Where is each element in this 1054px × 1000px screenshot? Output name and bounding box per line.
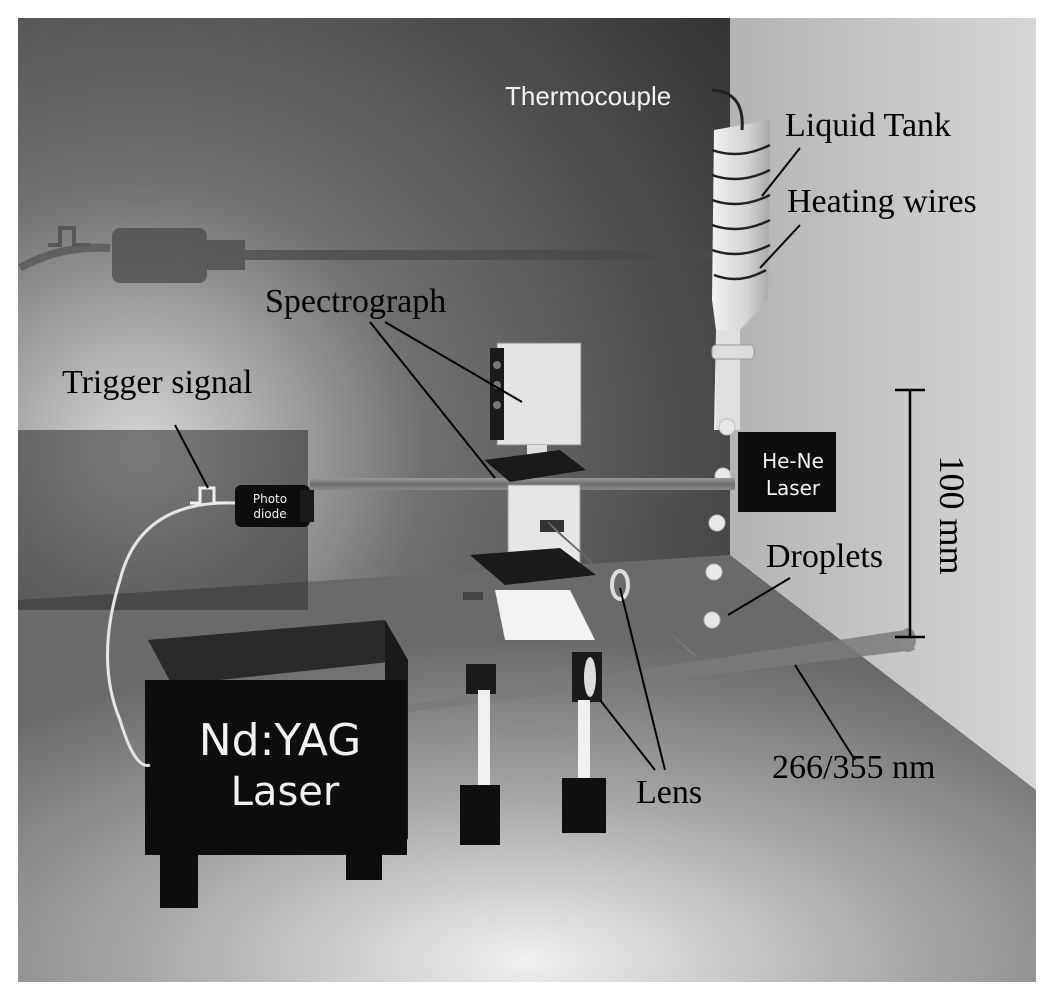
scale-bar — [895, 388, 925, 639]
heating-wires — [711, 143, 771, 281]
hene-laser: He-Ne Laser — [738, 432, 836, 512]
lens-holder-2 — [562, 652, 606, 833]
lens-label: Lens — [636, 774, 702, 811]
ndyag-beam — [405, 630, 915, 712]
thermocouple-label: Thermocouple — [505, 81, 671, 111]
hene-label-line1: He-Ne — [762, 449, 824, 473]
beam-end — [900, 628, 916, 652]
ndyag-laser: Nd:YAG Laser — [145, 620, 408, 908]
hene-label-line2: Laser — [766, 476, 821, 500]
wavelength-label: 266/355 nm — [772, 749, 935, 786]
thermocouple-wire — [711, 88, 744, 131]
liquid-tank-label: Liquid Tank — [785, 107, 951, 144]
ndyag-label-line2: Laser — [231, 769, 340, 815]
leader-lines — [174, 147, 856, 771]
ndyag-label-line1: Nd:YAG — [199, 715, 362, 766]
droplets — [703, 418, 736, 629]
spectrograph-label: Spectrograph — [265, 283, 446, 320]
photodiode-shadow — [18, 226, 730, 283]
photodiode-label-line2: diode — [253, 507, 286, 521]
hene-beam — [310, 478, 735, 490]
photodiode-label-line1: Photo — [253, 492, 287, 506]
heating-wires-label: Heating wires — [787, 183, 977, 220]
collection-lens — [610, 569, 630, 601]
trigger-signal-label: Trigger signal — [62, 364, 252, 401]
scale-bar-label: 100 mm — [932, 455, 972, 574]
trigger-cable — [106, 501, 236, 767]
droplets-label: Droplets — [766, 538, 883, 575]
spectrograph — [463, 342, 596, 640]
liquid-tank — [711, 120, 770, 430]
lens-holder-1 — [460, 664, 500, 845]
photodiode: Photo diode — [235, 485, 314, 527]
